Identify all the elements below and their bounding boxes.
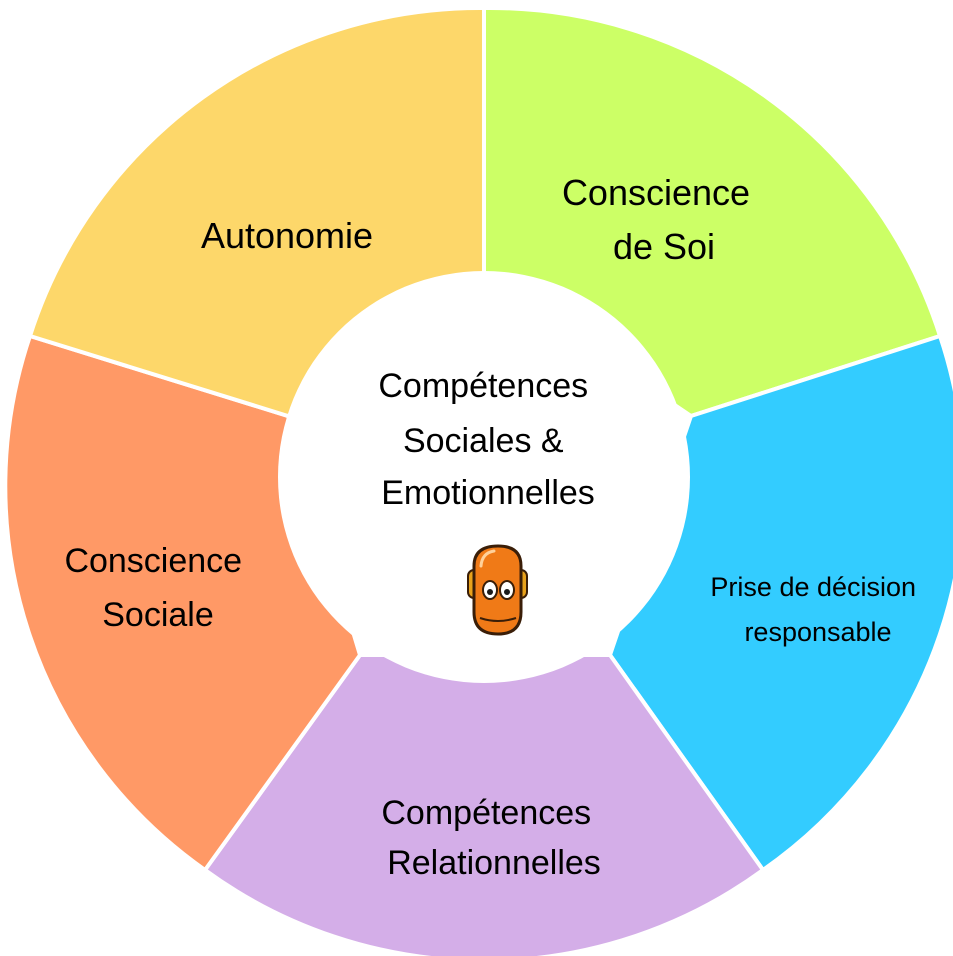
segment-prise-de-decision [607, 333, 953, 873]
label-conscience-sociale: Conscience Sociale [64, 542, 251, 634]
label-prise-de-decision: Prise de décision responsable [710, 572, 923, 647]
label-autonomie: Autonomie [201, 215, 373, 256]
segment-competences-relationnelles [202, 653, 766, 956]
label-competences-relationnelles: Compétences Relationnelles [381, 794, 600, 882]
robot-mascot-icon [467, 544, 528, 636]
center-title: Compétences Sociales & Emotionnelles [378, 367, 597, 512]
center-circle [278, 271, 690, 683]
wheel-segments [3, 5, 953, 956]
label-conscience-de-soi: Conscience de Soi [562, 172, 760, 267]
segment-conscience-sociale [3, 333, 363, 873]
